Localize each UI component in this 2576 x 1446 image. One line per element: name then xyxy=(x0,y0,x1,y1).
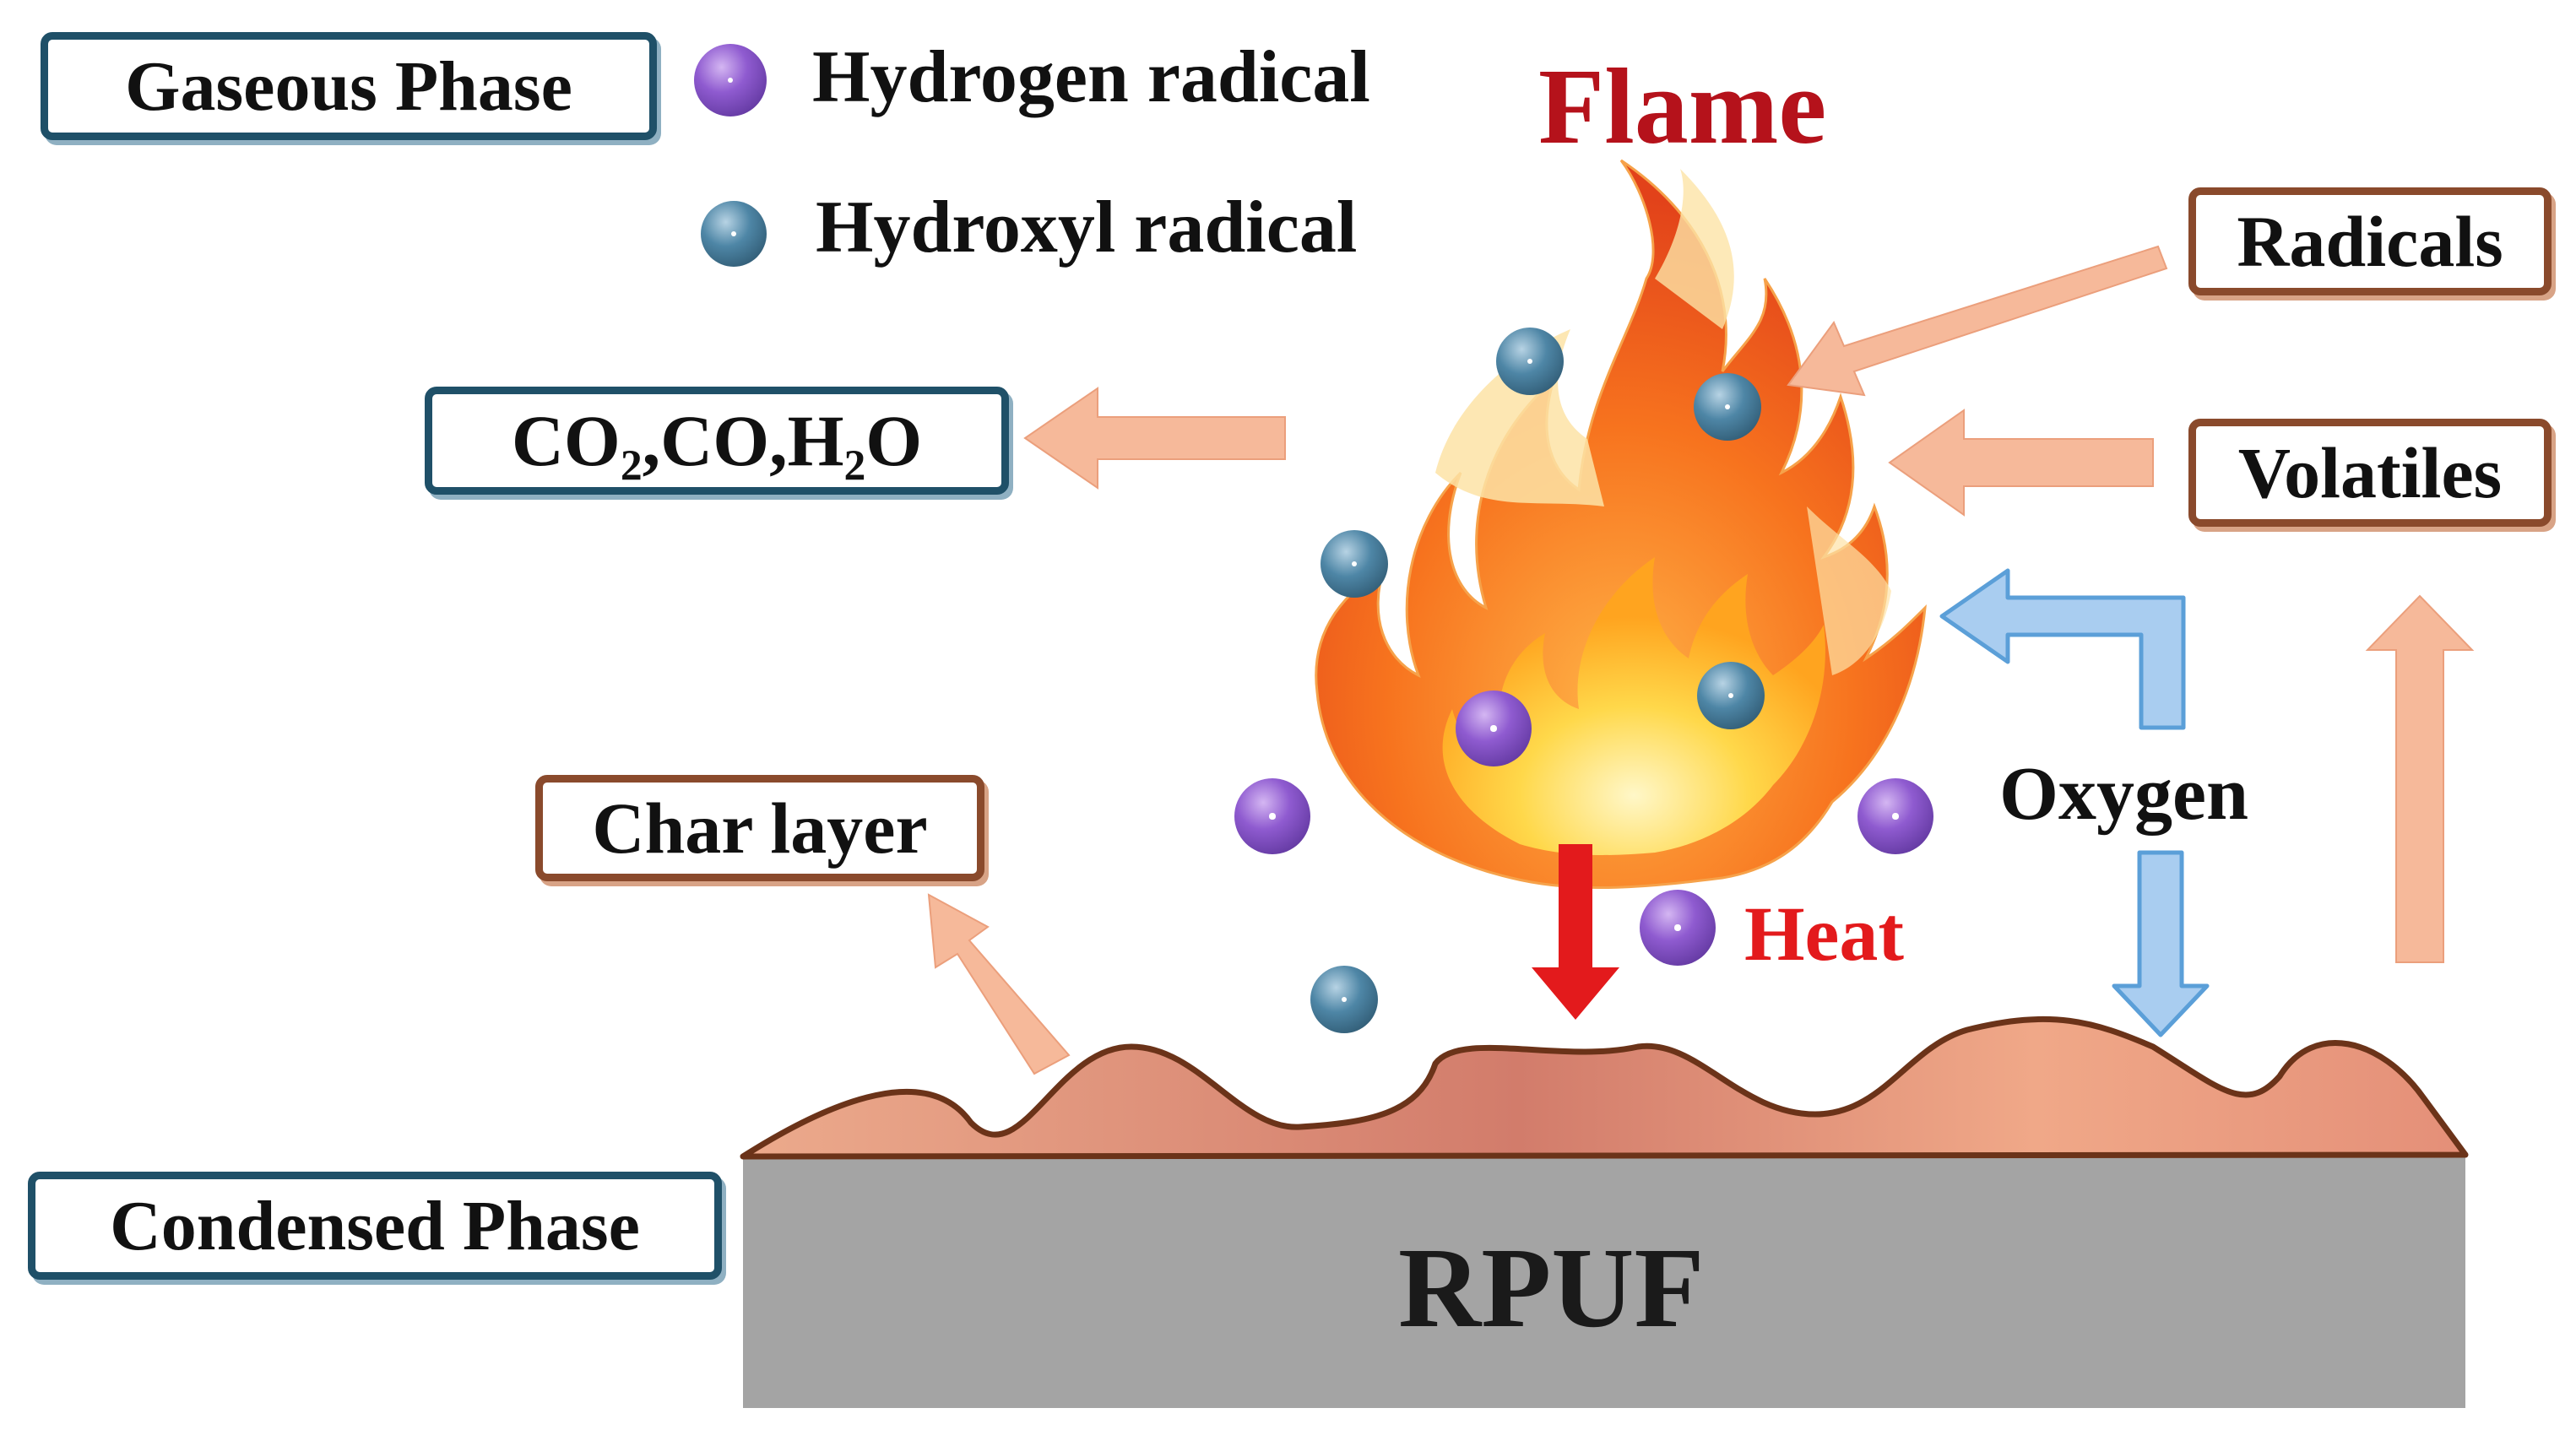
products-label: CO₂,CO,H₂O xyxy=(511,400,923,481)
hydrogen-radical xyxy=(1857,778,1933,854)
hydroxyl-radical xyxy=(1694,373,1761,441)
oxygen-elbow-arrow xyxy=(1939,568,2186,730)
radicals-label: Radicals xyxy=(2237,201,2503,282)
hydroxyl-radical-legend-icon xyxy=(701,201,767,267)
flame-tip-glow xyxy=(1655,169,1734,329)
rpuf-substrate xyxy=(743,1155,2465,1408)
hydroxyl-radical-legend-label: Hydroxyl radical xyxy=(816,187,1358,268)
flame-inner xyxy=(1442,557,1825,855)
volatiles-box: Volatiles xyxy=(2188,419,2552,527)
char-layer-box: Char layer xyxy=(535,775,984,881)
flame-glow xyxy=(1435,329,1604,506)
char-layer-arrow xyxy=(927,893,1071,1075)
products-arrow xyxy=(1023,387,1286,490)
hydroxyl-radical xyxy=(1321,530,1388,598)
hydroxyl-radical xyxy=(1697,662,1765,729)
volatiles-label: Volatiles xyxy=(2237,432,2503,513)
products-box: CO₂,CO,H₂O xyxy=(425,387,1009,495)
radicals-arrow xyxy=(1787,245,2168,397)
char-layer-surface xyxy=(740,1015,2469,1160)
heat-arrow xyxy=(1532,844,1619,1020)
char-layer-label: Char layer xyxy=(592,788,928,869)
gaseous-phase-label: Gaseous Phase xyxy=(125,46,572,126)
gaseous-phase-box: Gaseous Phase xyxy=(41,32,657,140)
oxygen-label: Oxygen xyxy=(1999,752,2249,836)
hydrogen-radical xyxy=(1456,691,1532,766)
radicals-box: Radicals xyxy=(2188,187,2552,295)
flame-side-glow xyxy=(1807,506,1891,675)
heat-label: Heat xyxy=(1744,891,1905,977)
volatiles-arrow xyxy=(1888,409,2154,517)
flame-label: Flame xyxy=(1538,46,1827,166)
oxygen-down-arrow xyxy=(2112,850,2210,1037)
hydroxyl-radical xyxy=(1496,328,1564,395)
volatiles-up-arrow xyxy=(2365,594,2475,963)
rpuf-label: RPUF xyxy=(1398,1225,1705,1351)
condensed-phase-box: Condensed Phase xyxy=(28,1172,722,1280)
condensed-phase-label: Condensed Phase xyxy=(110,1186,640,1265)
hydrogen-radical-legend-label: Hydrogen radical xyxy=(812,36,1370,118)
hydrogen-radical-legend-icon xyxy=(694,44,767,116)
hydroxyl-radical xyxy=(1310,966,1378,1033)
hydrogen-radical xyxy=(1234,778,1310,854)
hydrogen-radical xyxy=(1640,890,1716,966)
